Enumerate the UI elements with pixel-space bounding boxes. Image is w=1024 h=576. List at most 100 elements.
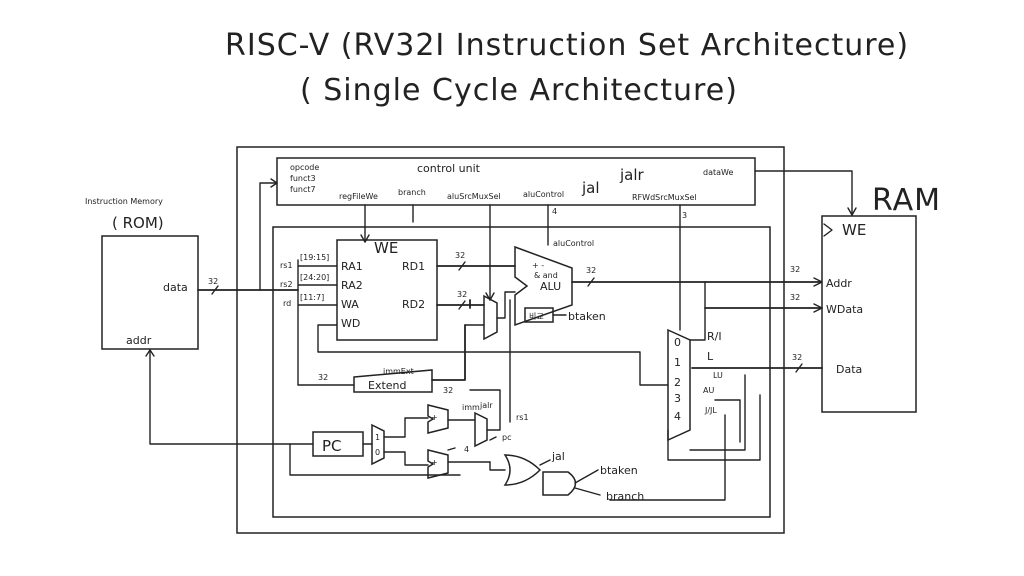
- rf-wd-src-mux-sel-label: RFWdSrcMuxSel: [632, 193, 697, 202]
- control-unit: control unit opcode funct3 funct7 regFil…: [276, 157, 756, 220]
- title-line-2: ( Single Cycle Architecture): [300, 73, 738, 108]
- pc-to-imem-arrow: [145, 349, 155, 357]
- instruction-memory: Instruction Memory ( ROM) data addr: [85, 197, 199, 350]
- wb-mux-in-wires: [667, 374, 761, 461]
- branch-logic-jal: jal: [551, 450, 565, 463]
- write-back-mux: 0 1 2 3 4 R/I L LU AU J/JL: [667, 328, 723, 442]
- alu-result-tick: [587, 277, 595, 287]
- branch-logic-btaken: btaken: [600, 464, 638, 477]
- jalr-rs1-label: rs1: [516, 413, 529, 422]
- control-unit-label: control unit: [417, 162, 481, 175]
- instr-mem-label: Instruction Memory: [85, 197, 163, 206]
- jal-label: jal: [581, 179, 600, 197]
- program-counter: PC: [312, 431, 364, 457]
- alu-src-mux: [483, 294, 498, 341]
- regfile-rd-input: rd: [283, 299, 291, 308]
- rd1-bus-width: 32: [455, 251, 465, 260]
- instr-mem-data-port: data: [163, 281, 188, 294]
- ram-label: RAM: [872, 183, 941, 218]
- regfile-rd1-port: RD1: [402, 260, 425, 273]
- wb-mux-label-3: AU: [703, 386, 714, 395]
- data-we-arrow: [847, 207, 857, 216]
- extend-label: Extend: [368, 379, 407, 392]
- ram-addr-arrow: [813, 277, 823, 287]
- ram-we-clock-mark: [823, 223, 833, 237]
- instr-fanout: [297, 259, 338, 386]
- regfile-field-2: [24:20]: [300, 273, 329, 282]
- extend-sub-label: immExt: [383, 367, 414, 376]
- pc-plus4-to-wb-mux: [609, 414, 726, 501]
- instruction-bus-tick: [211, 285, 219, 295]
- ram-data-port: Data: [836, 363, 862, 376]
- datapath-inner-box: [272, 226, 771, 518]
- rf-wd-width: 3: [682, 211, 687, 220]
- ram-wdata-port: WData: [826, 303, 863, 316]
- pc-label: PC: [322, 437, 342, 455]
- jalr-pc-label: pc: [502, 433, 511, 442]
- jalr-mux-label: jalr: [479, 401, 493, 410]
- branch-label: branch: [398, 188, 426, 197]
- register-file: WE RA1 RA2 WA WD RD1 RD2 [19:15] [24:20]…: [280, 239, 438, 341]
- alu-label: ALU: [540, 280, 561, 293]
- pc-plus4-const: 4: [464, 445, 469, 454]
- alu-src-mux-sel-label: aluSrcMuxSel: [447, 192, 501, 201]
- wb-mux-in-3: 3: [674, 392, 681, 405]
- opcode-label: opcode: [290, 163, 319, 172]
- pc-mux-in-0: 0: [375, 448, 380, 457]
- regfile-we-port: WE: [374, 239, 398, 257]
- regfile-rs2-input: rs2: [280, 280, 293, 289]
- control-input-wire: [259, 182, 278, 291]
- regfile-field-1: [19:15]: [300, 253, 329, 262]
- regfile-ra2-port: RA2: [341, 279, 363, 292]
- branch-logic-branch: branch: [606, 490, 644, 503]
- wb-mux-in-4: 4: [674, 410, 681, 423]
- rd1-bus-tick: [458, 261, 466, 271]
- alu-src-mux-out: [496, 291, 516, 319]
- alu-control-port: aluControl: [553, 239, 594, 248]
- ram-addr-port: Addr: [826, 277, 852, 290]
- alu-ops-1: + -: [532, 261, 544, 270]
- pc-mux-in-1: 1: [375, 433, 380, 442]
- regfile-rs1-input: rs1: [280, 261, 293, 270]
- pc-adder-wires: [383, 417, 491, 466]
- data-we-label: dataWe: [703, 168, 733, 177]
- wb-mux-label-0: R/I: [707, 330, 722, 343]
- pc-plus4-adder-op: +: [431, 458, 438, 467]
- jalr-mux-wires: [469, 299, 511, 441]
- control-input-arrow: [270, 178, 278, 188]
- funct7-label: funct7: [290, 185, 316, 194]
- jalr-label: jalr: [619, 166, 645, 184]
- extend-unit: Extend immExt: [353, 367, 433, 393]
- regfile-ra1-port: RA1: [341, 260, 363, 273]
- alu-result-to-wb-mux: [689, 281, 706, 341]
- extend-in-width: 32: [318, 373, 328, 382]
- pc-feedback: [289, 443, 461, 476]
- instr-mem-addr-port: addr: [126, 334, 152, 347]
- regfile-field-3: [11:7]: [300, 293, 324, 302]
- wb-mux-out-wire: [317, 324, 669, 386]
- instr-mem-rom-label: ( ROM): [112, 214, 164, 232]
- and-gate: [542, 471, 577, 496]
- ram-we-port: WE: [842, 221, 866, 239]
- alu: ALU + - & and aluControl: [514, 239, 594, 327]
- wb-mux-in-1: 1: [674, 356, 681, 369]
- alu-src-mux-sel-arrow: [485, 292, 495, 301]
- instruction-bus-width: 32: [208, 277, 218, 286]
- wb-mux-label-4: J/JL: [704, 406, 717, 415]
- regfile-wa-port: WA: [341, 298, 359, 311]
- ram-rdata-width: 32: [792, 353, 802, 362]
- rd2-to-ram-wdata: [469, 299, 823, 309]
- alu-control-label: aluControl: [523, 190, 564, 199]
- wb-mux-label-2: LU: [713, 371, 723, 380]
- rd2-bus-tick: [458, 300, 466, 310]
- ram-addr-width: 32: [790, 265, 800, 274]
- wb-mux-label-1: L: [707, 350, 714, 363]
- branch-logic-wires: [489, 459, 601, 496]
- wb-mux-in-0: 0: [674, 336, 681, 349]
- regfile-wd-port: WD: [341, 317, 360, 330]
- pc-to-imem-addr: [149, 349, 314, 445]
- pc-plus4-adder: [427, 449, 449, 479]
- or-gate: [503, 454, 542, 486]
- extend-out-wire: [431, 324, 466, 381]
